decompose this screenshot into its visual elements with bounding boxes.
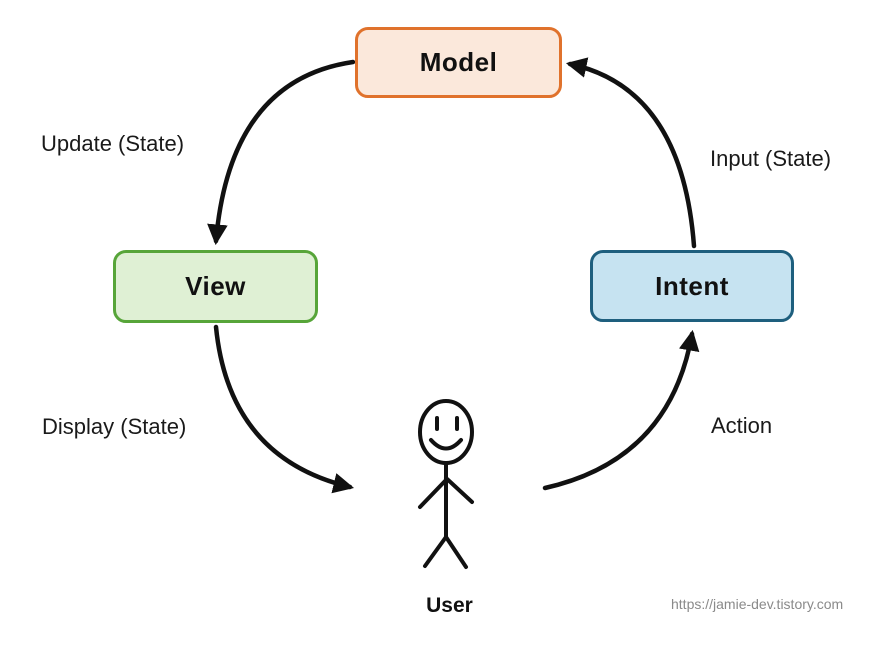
update-arrow [207, 59, 356, 246]
user-label: User [426, 594, 473, 617]
update-edge-label: Update (State) [41, 131, 185, 156]
node-view-label: View [185, 271, 246, 301]
display-edge-label: Display (State) [42, 414, 187, 439]
node-model: Model [355, 27, 562, 98]
display-arrow [213, 324, 355, 494]
action-arrow [542, 329, 700, 491]
user-figure-icon [418, 399, 474, 569]
node-intent-label: Intent [655, 270, 729, 301]
input-edge-label: Input (State) [710, 146, 832, 171]
input-arrow [565, 57, 697, 249]
action-edge-label: Action [711, 413, 773, 438]
node-model-label: Model [419, 47, 498, 77]
node-intent: Intent [590, 250, 794, 322]
node-view: View [113, 250, 318, 323]
watermark-url: https://jamie-dev.tistory.com [671, 596, 844, 612]
